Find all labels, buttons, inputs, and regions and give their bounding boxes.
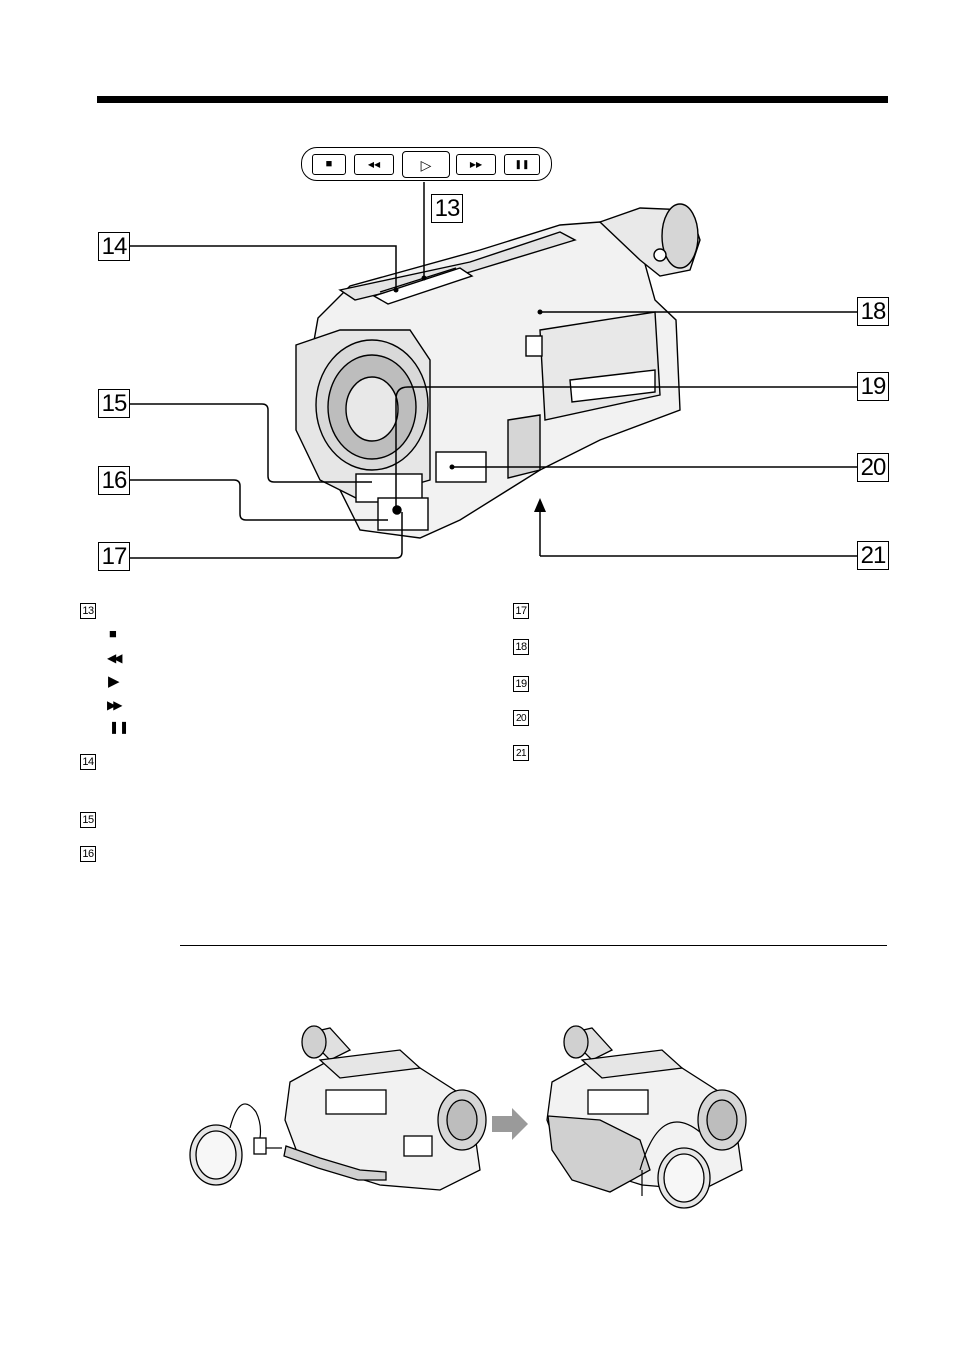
callout-21: 21 [857,541,889,570]
list-marker-14: 14 [80,754,96,770]
play-icon: ▷ [420,156,432,173]
rewind-icon: ◀◀ [107,651,123,665]
fast-forward-icon: ▶▶ [107,698,123,712]
camcorder-illustration [130,182,857,559]
section-rule [180,945,887,946]
callout-15: 15 [98,389,130,418]
lens-cap-illustration [189,1025,747,1209]
play-button: ▷ [402,151,450,178]
top-rule [97,96,888,103]
play-icon: ▶ [108,673,120,690]
callout-17: 17 [98,542,130,571]
rewind-button: ◀◀ [354,154,394,175]
pause-icon: ❚❚ [109,720,130,734]
stop-button: ■ [312,154,346,175]
stop-icon: ■ [109,626,117,641]
list-marker-13: 13 [80,603,96,619]
pause-icon: ❚❚ [514,159,530,169]
list-marker-19: 19 [513,676,529,692]
tape-control-strip: ■ ◀◀ ▷ ▶▶ ❚❚ [301,147,552,181]
callout-19: 19 [857,372,889,401]
callout-13: 13 [431,194,463,223]
fast-forward-icon: ▶▶ [469,159,483,169]
callout-18: 18 [857,297,889,326]
list-marker-16: 16 [80,846,96,862]
callout-16: 16 [98,466,130,495]
list-marker-17: 17 [513,603,529,619]
callout-20: 20 [857,453,889,482]
stop-icon: ■ [325,158,333,170]
fast-forward-button: ▶▶ [456,154,496,175]
list-marker-18: 18 [513,639,529,655]
list-marker-15: 15 [80,812,96,828]
list-marker-21: 21 [513,745,529,761]
callout-14: 14 [98,232,130,261]
pause-button: ❚❚ [504,154,540,175]
rewind-icon: ◀◀ [367,159,381,169]
list-marker-20: 20 [513,710,529,726]
